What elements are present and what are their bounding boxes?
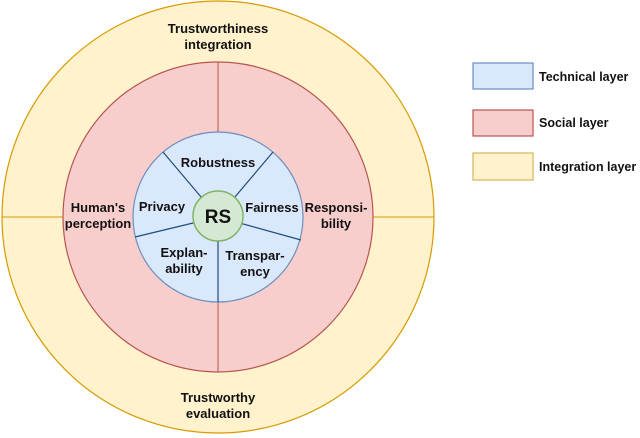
technical-robustness: Robustness <box>181 155 255 170</box>
legend-label-technical: Technical layer <box>539 70 629 84</box>
legend-label-social: Social layer <box>539 116 609 130</box>
technical-fairness: Fairness <box>245 200 298 215</box>
center-rs-circle <box>192 190 244 242</box>
social-right-line2: bility <box>321 216 352 231</box>
integration-bottom-line2: evaluation <box>186 406 250 421</box>
legend: Technical layer Social layer Integration… <box>472 62 636 181</box>
social-left-line2: perception <box>65 216 132 231</box>
integration-top-line2: integration <box>184 37 251 52</box>
legend-label-integration: Integration layer <box>539 160 636 174</box>
technical-explainability-line2: ability <box>165 261 203 276</box>
technical-transparency-line2: ency <box>240 264 270 279</box>
technical-transparency-line1: Transpar- <box>225 248 284 263</box>
integration-top-line1: Trustworthiness <box>168 21 268 36</box>
technical-privacy: Privacy <box>139 199 186 214</box>
center-label: RS <box>205 207 231 228</box>
social-left-line1: Human's <box>71 200 125 215</box>
legend-swatch-social <box>472 109 534 137</box>
technical-explainability-line1: Explan- <box>161 245 208 260</box>
legend-swatch-technical <box>472 62 534 90</box>
integration-bottom-line1: Trustworthy <box>181 390 256 405</box>
legend-swatch-integration <box>472 152 534 181</box>
social-right-line1: Responsi- <box>305 200 368 215</box>
